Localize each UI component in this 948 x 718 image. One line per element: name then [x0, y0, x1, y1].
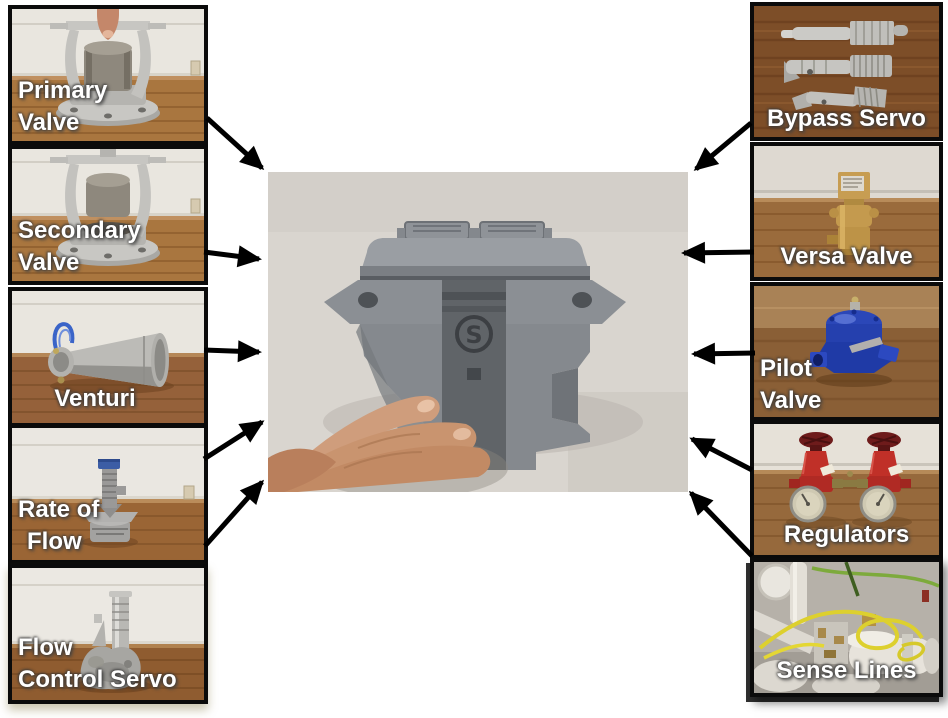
- rate-of-flow-photo: [12, 428, 204, 560]
- bypass-servo-photo: [754, 6, 939, 137]
- panel-label-line: Regulators: [783, 521, 910, 548]
- arrow-bypass-servo: [693, 121, 753, 171]
- panel-regulators: Regulators: [750, 420, 943, 559]
- device-logo-letter: S: [465, 321, 482, 349]
- arrow-primary-valve: [205, 116, 265, 171]
- arrow-sense-lines: [688, 490, 754, 558]
- secondary-valve-photo: [12, 149, 204, 281]
- panel-label-line: Valve: [18, 109, 80, 136]
- panel-label-line: Venturi: [54, 385, 136, 412]
- panel-label-line: Control Servo: [18, 666, 177, 693]
- panel-sense-lines: Sense Lines: [750, 558, 943, 697]
- arrow-regulators: [689, 436, 754, 473]
- arrow-versa-valve: [681, 241, 755, 264]
- panel-venturi: Venturi: [8, 287, 208, 427]
- sense-lines-photo: [754, 562, 939, 693]
- pilot-valve-photo: [754, 286, 939, 417]
- panel-bypass-servo: Bypass Servo: [750, 2, 943, 141]
- arrow-flow-control-servo: [203, 479, 264, 548]
- panel-label-line: Bypass Servo: [767, 105, 926, 132]
- venturi-photo: [12, 291, 204, 423]
- panel-label-line: Flow: [27, 528, 82, 555]
- panel-label-line: Sense Lines: [776, 657, 917, 684]
- panel-label-line: Versa Valve: [780, 243, 913, 270]
- panel-label-line: Secondary: [18, 217, 141, 244]
- flow-control-servo-photo: [12, 568, 204, 700]
- panel-label: Venturi: [18, 383, 198, 415]
- panel-label-line: Pilot: [760, 355, 812, 382]
- arrow-venturi: [203, 340, 262, 363]
- panel-label-line: Rate of: [18, 496, 100, 523]
- panel-label-line: Flow: [18, 634, 73, 661]
- panel-label: Versa Valve: [760, 241, 933, 273]
- panel-label: Bypass Servo: [760, 103, 933, 135]
- panel-label-line: Valve: [18, 249, 80, 276]
- panel-rate-of-flow: Rate of Flow: [8, 424, 208, 564]
- panel-label-line: Primary: [18, 77, 108, 104]
- arrow-rate-of-flow: [202, 419, 265, 462]
- hand: [268, 395, 508, 492]
- device-scene: S: [268, 172, 688, 492]
- panel-label: Rate of Flow: [18, 494, 198, 558]
- primary-valve-photo: [12, 9, 204, 141]
- arrow-pilot-valve: [691, 342, 756, 365]
- center-device-photo: S: [268, 172, 688, 492]
- panel-label-line: Valve: [760, 387, 822, 414]
- panel-label: Sense Lines: [760, 655, 933, 687]
- regulators-photo: [754, 424, 939, 555]
- panel-versa-valve: Versa Valve: [750, 142, 943, 281]
- panel-label: Regulators: [760, 519, 933, 551]
- versa-valve-photo: [754, 146, 939, 277]
- arrow-secondary-valve: [203, 245, 262, 268]
